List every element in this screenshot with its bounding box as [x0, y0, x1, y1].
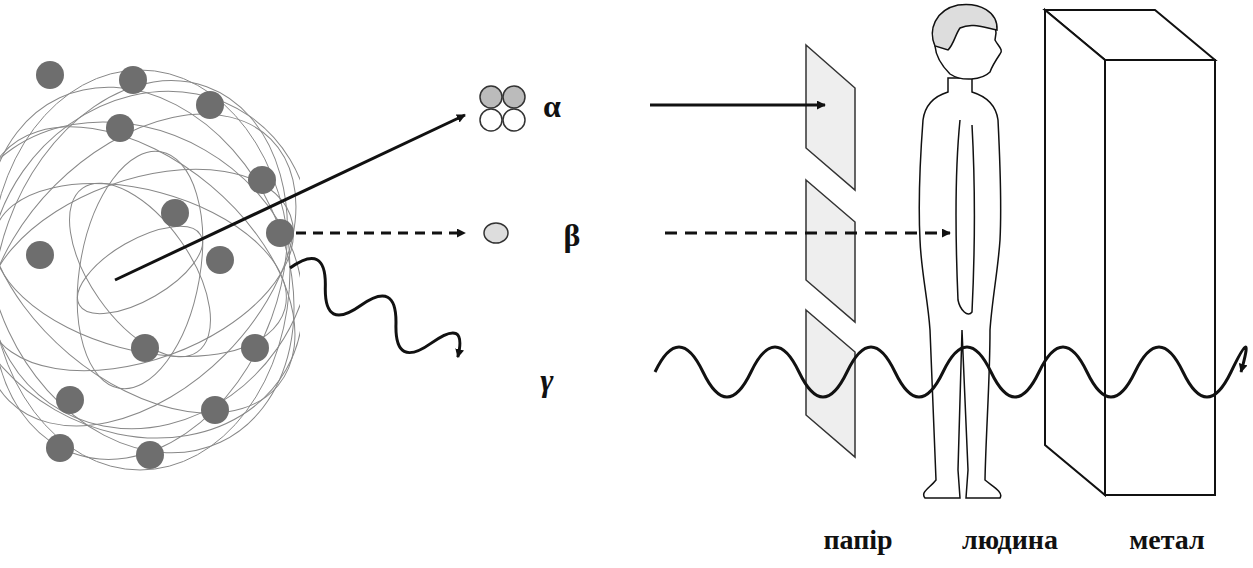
alpha-particle [480, 86, 525, 131]
alpha-arrow [115, 115, 465, 280]
human-label: людина [962, 526, 1058, 554]
alpha-label: α [543, 90, 561, 122]
beta-label: β [564, 219, 581, 251]
nucleons [26, 61, 294, 469]
gamma-label: γ [540, 364, 553, 396]
beta-ray [665, 232, 950, 235]
metal-label: метал [1129, 526, 1205, 554]
gamma-ray [655, 347, 1246, 397]
paper-label: папір [823, 526, 892, 554]
beta-arrow [296, 232, 465, 235]
atom-orbits [0, 28, 300, 504]
beta-particle [484, 223, 508, 243]
human-figure [919, 4, 1001, 498]
alpha-ray [650, 104, 825, 107]
metal-block [1045, 10, 1215, 495]
gamma-wave-left [281, 250, 468, 375]
